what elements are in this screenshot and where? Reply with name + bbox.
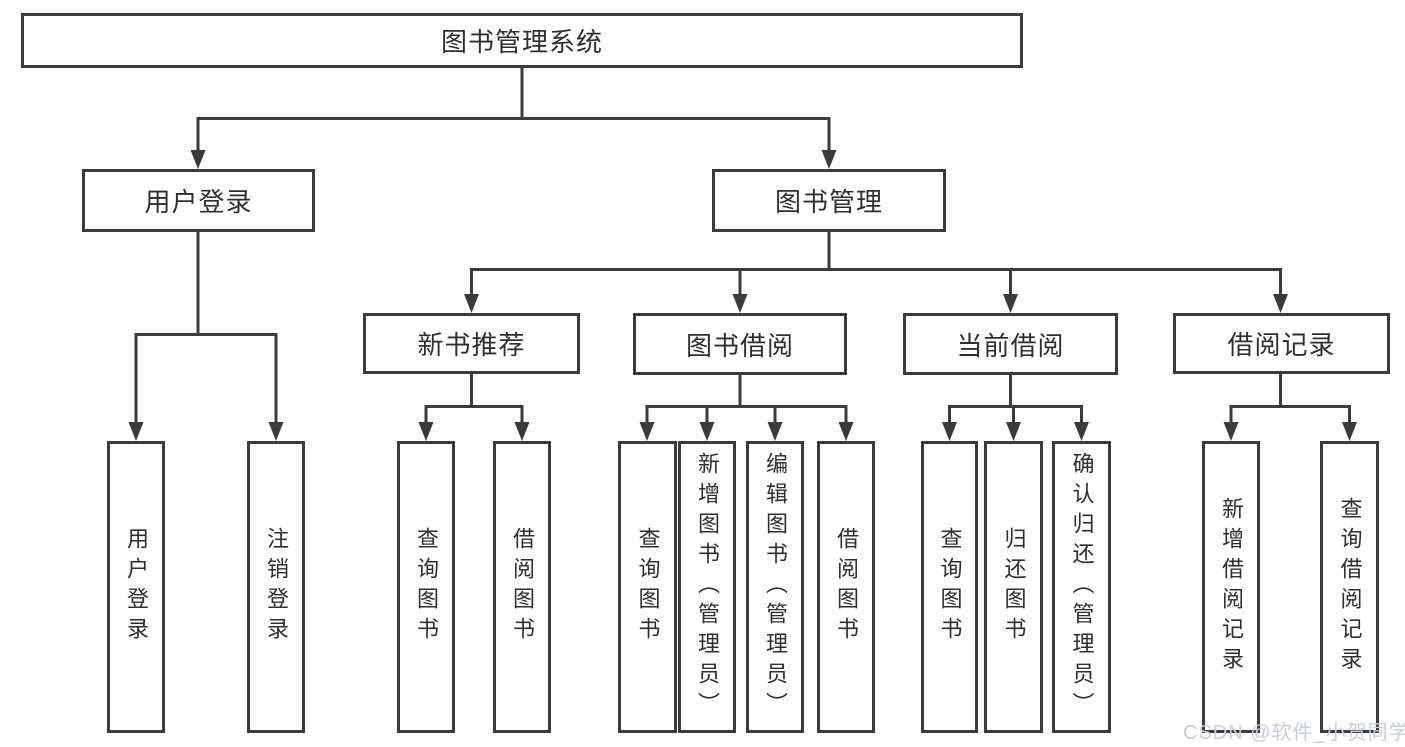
connector-newbookrec-to-leaves [418, 374, 530, 441]
leaf-logout-label: 注销登录 [264, 527, 289, 647]
leaf-add-book-admin: 新增图书（管理员） [678, 441, 736, 733]
node-book-borrowing-label: 图书借阅 [685, 330, 794, 361]
node-root-system: 图书管理系统 [21, 13, 1023, 68]
leaf-query-books-current-label: 查询图书 [937, 527, 963, 647]
leaf-query-books-recommend-label: 查询图书 [414, 527, 439, 647]
leaf-edit-book-admin-label: 编辑图书（管理员） [763, 452, 788, 722]
leaf-edit-book-admin: 编辑图书（管理员） [746, 441, 804, 733]
node-book-management: 图书管理 [712, 169, 946, 232]
node-new-book-recommendation-label: 新书推荐 [417, 330, 526, 360]
leaf-user-login: 用户登录 [107, 441, 165, 733]
leaf-borrow-books-recommend-label: 借阅图书 [510, 527, 535, 647]
connector-root-to-level2 [190, 68, 837, 169]
node-current-borrowing-label: 当前借阅 [956, 330, 1065, 361]
leaf-borrow-books-label: 借阅图书 [834, 527, 859, 647]
leaf-query-books-current: 查询图书 [921, 441, 978, 733]
leaf-add-borrow-record: 新增借阅记录 [1202, 441, 1260, 733]
connector-bookborrow-to-leaves [639, 374, 854, 441]
leaf-user-login-label: 用户登录 [124, 527, 149, 647]
leaf-add-borrow-record-label: 新增借阅记录 [1219, 497, 1244, 677]
leaf-add-book-admin-label: 新增图书（管理员） [695, 452, 720, 722]
leaf-query-books-recommend: 查询图书 [397, 441, 455, 733]
leaf-confirm-return-admin: 确认归还（管理员） [1052, 441, 1111, 733]
leaf-return-book: 归还图书 [984, 441, 1043, 733]
node-root-system-label: 图书管理系统 [440, 27, 603, 57]
connector-bookmgmt-to-level3 [464, 232, 1288, 313]
leaf-logout: 注销登录 [247, 441, 305, 733]
connector-borrowrecord-to-leaves [1223, 374, 1357, 441]
node-current-borrowing: 当前借阅 [903, 313, 1118, 375]
node-user-login: 用户登录 [82, 169, 315, 232]
leaf-query-borrow-record: 查询借阅记录 [1320, 441, 1379, 733]
leaf-borrow-books: 借阅图书 [817, 441, 875, 733]
leaf-query-books-borrow-label: 查询图书 [635, 527, 661, 647]
node-book-management-label: 图书管理 [774, 187, 883, 217]
watermark: CSDN @软件_小贺同学 [1183, 722, 1405, 744]
leaf-borrow-books-recommend: 借阅图书 [493, 441, 551, 733]
leaf-query-borrow-record-label: 查询借阅记录 [1337, 497, 1363, 677]
connector-userlogin-to-leaves [128, 232, 284, 441]
node-book-borrowing: 图书借阅 [633, 313, 847, 375]
node-user-login-label: 用户登录 [144, 187, 253, 217]
connector-currentborrow-to-leaves [942, 374, 1089, 441]
node-borrowing-records-label: 借阅记录 [1227, 330, 1336, 360]
leaf-confirm-return-admin-label: 确认归还（管理员） [1069, 452, 1095, 722]
leaf-query-books-borrow: 查询图书 [618, 441, 677, 733]
leaf-return-book-label: 归还图书 [1001, 527, 1027, 647]
node-new-book-recommendation: 新书推荐 [363, 313, 580, 374]
node-borrowing-records: 借阅记录 [1173, 313, 1390, 374]
